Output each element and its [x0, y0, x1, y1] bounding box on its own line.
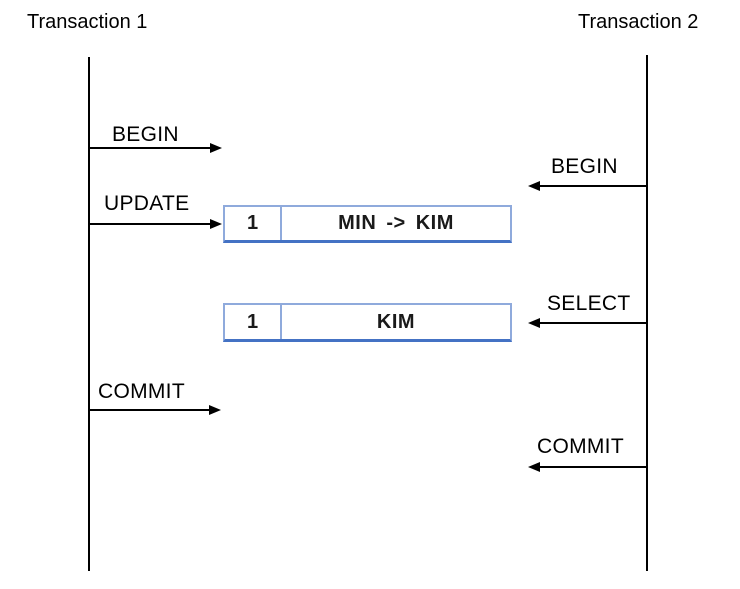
arrow-right-icon: [210, 219, 222, 229]
row-id-cell: 1: [225, 207, 282, 240]
t2-select-label: SELECT: [547, 292, 631, 315]
transaction-2-lifeline: [646, 55, 648, 571]
arrow-right-icon: [209, 405, 221, 415]
row-value-cell: KIM: [376, 310, 416, 333]
row-state-box-select-result: 1 KIM: [223, 303, 512, 342]
t2-commit-label: COMMIT: [537, 435, 624, 458]
transaction-1-title: Transaction 1: [27, 11, 148, 33]
t1-commit-label: COMMIT: [98, 380, 185, 403]
arrow-right-icon: [210, 143, 222, 153]
arrow-left-icon: [528, 318, 540, 328]
t2-commit-arrow-line: [539, 466, 647, 468]
t1-begin-arrow-line: [89, 147, 211, 149]
t2-begin-label: BEGIN: [551, 155, 618, 178]
row-value-cell: MIN -> KIM: [338, 212, 454, 234]
row-id-cell: 1: [225, 305, 282, 339]
arrow-left-icon: [528, 181, 540, 191]
transaction-1-lifeline: [88, 57, 90, 571]
t1-commit-arrow-line: [89, 409, 210, 411]
arrow-left-icon: [528, 462, 540, 472]
transaction-2-title: Transaction 2: [578, 11, 699, 33]
t2-begin-arrow-line: [539, 185, 647, 187]
t2-select-arrow-line: [539, 322, 647, 324]
t1-update-arrow-line: [89, 223, 211, 225]
t1-update-label: UPDATE: [104, 192, 190, 215]
row-state-box-after-update: 1 MIN -> KIM: [223, 205, 512, 243]
t1-begin-label: BEGIN: [112, 123, 179, 146]
